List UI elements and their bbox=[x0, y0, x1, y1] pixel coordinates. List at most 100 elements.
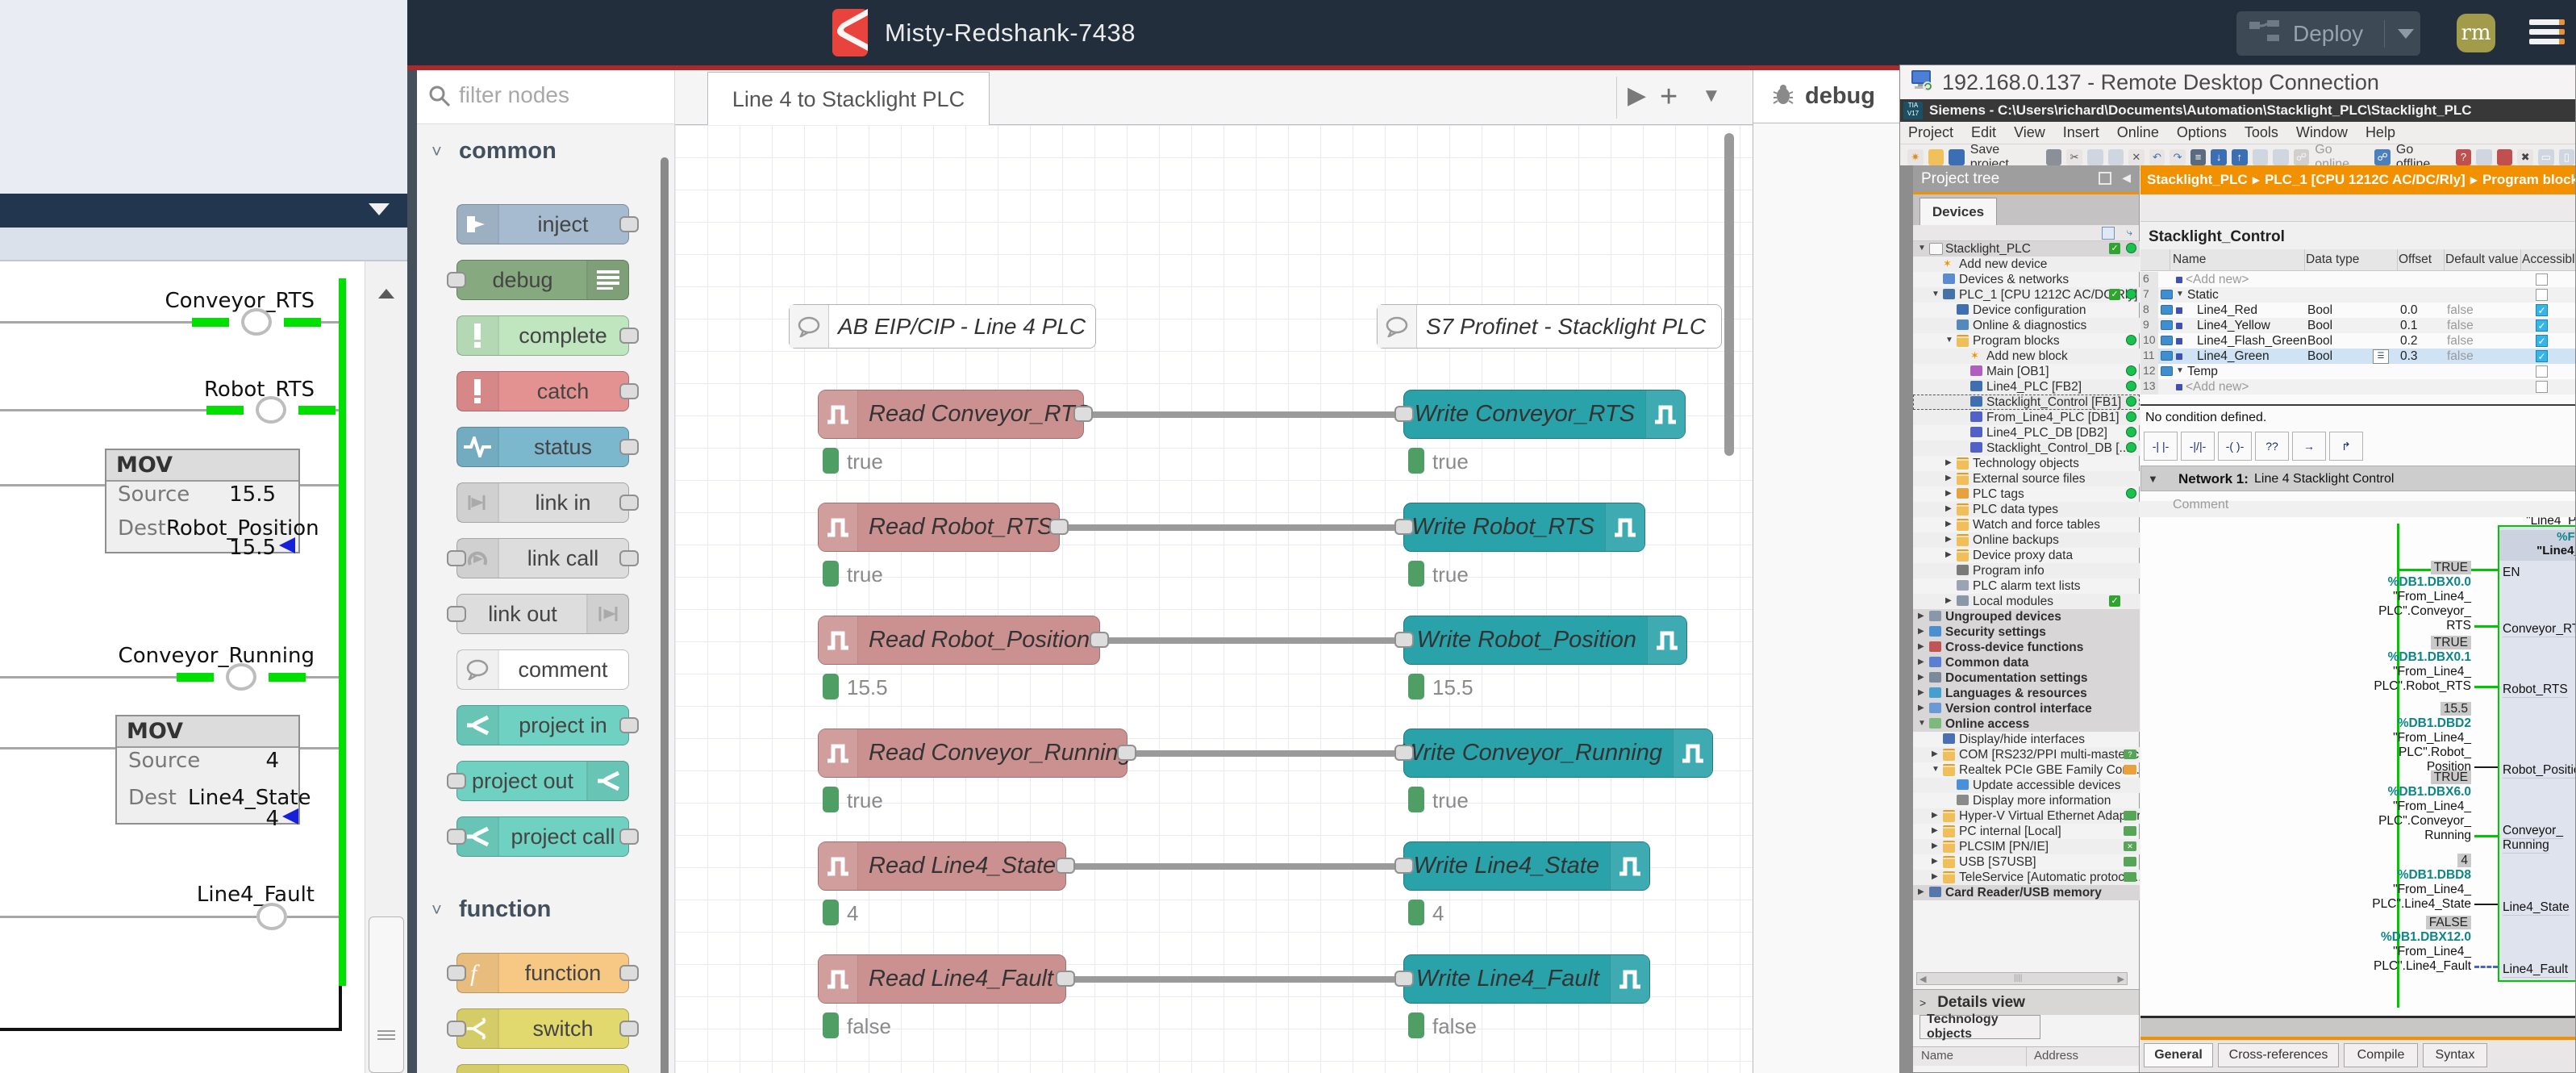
inspector-tab-cross-references[interactable]: Cross-references bbox=[2218, 1043, 2339, 1067]
tree-expander-icon[interactable]: ▼ bbox=[1932, 290, 1940, 299]
tree-row[interactable]: ▶USB [S7USB] bbox=[1913, 854, 2140, 870]
output-coil[interactable] bbox=[226, 663, 256, 691]
deploy-button[interactable]: Deploy bbox=[2236, 11, 2420, 56]
write-node[interactable]: Write Conveyor_RTS bbox=[1403, 390, 1686, 439]
tag-table-row[interactable]: 7▼Static bbox=[2140, 287, 2576, 303]
output-port[interactable] bbox=[619, 383, 639, 399]
tree-row[interactable]: PLC alarm text lists bbox=[1913, 578, 2140, 594]
breadcrumb-segment[interactable]: Program blocks bbox=[2482, 172, 2576, 188]
tag-table-row[interactable]: 9Line4_YellowBool0.1false✓ bbox=[2140, 318, 2576, 333]
rdp-titlebar[interactable]: 192.168.0.137 - Remote Desktop Connectio… bbox=[1900, 65, 2576, 99]
write-node[interactable]: Write Conveyor_Running bbox=[1403, 729, 1713, 778]
tree-row[interactable]: ▶PLC data types bbox=[1913, 502, 2140, 517]
tree-row[interactable]: ▶Local modules✓ bbox=[1913, 594, 2140, 609]
tree-row[interactable]: Device configuration bbox=[1913, 303, 2140, 318]
tree-row[interactable]: ▶Ungrouped devices bbox=[1913, 609, 2140, 624]
comment-node[interactable]: S7 Profinet - Stacklight PLC bbox=[1377, 304, 1722, 349]
menu-view[interactable]: View bbox=[2014, 124, 2045, 141]
tree-row[interactable]: Display/hide interfaces bbox=[1913, 732, 2140, 747]
menu-window[interactable]: Window bbox=[2296, 124, 2348, 141]
palette-section-header[interactable]: ˅common bbox=[417, 132, 674, 172]
palette-node-status[interactable]: status bbox=[456, 427, 629, 467]
palette-node-inject[interactable]: inject bbox=[456, 204, 629, 244]
tree-row[interactable]: ▶Card Reader/USB memory bbox=[1913, 885, 2140, 900]
accessible-checkbox[interactable]: ✓ bbox=[2536, 335, 2548, 347]
tree-expander-icon[interactable]: ▶ bbox=[1932, 749, 1938, 758]
palette-node-complete[interactable]: complete bbox=[456, 315, 629, 356]
devices-tab[interactable]: Devices bbox=[1919, 198, 1997, 225]
tia-side-strip[interactable]: PLC programming bbox=[1900, 165, 1913, 1073]
lad-element-button[interactable]: → bbox=[2292, 432, 2326, 461]
paste-icon[interactable] bbox=[2108, 149, 2124, 165]
input-port[interactable] bbox=[447, 1021, 466, 1037]
write-node[interactable]: Write Line4_State bbox=[1403, 841, 1650, 891]
table-col-header[interactable]: Offset bbox=[2399, 253, 2432, 267]
flow-canvas[interactable]: AB EIP/CIP - Line 4 PLCS7 Profinet - Sta… bbox=[675, 125, 1753, 1073]
tree-expander-icon[interactable]: ▶ bbox=[1932, 811, 1938, 820]
read-node[interactable]: Read Conveyor_Running bbox=[818, 729, 1128, 778]
print-icon[interactable] bbox=[2046, 149, 2062, 165]
tree-expander-icon[interactable]: ▶ bbox=[1945, 596, 1952, 605]
go-online-icon[interactable]: ☍ bbox=[2294, 149, 2310, 165]
tree-expander-icon[interactable]: ▼ bbox=[1945, 336, 1953, 344]
tree-expander-icon[interactable]: ▶ bbox=[1918, 627, 1924, 636]
tree-row[interactable]: ▶PLCSIM [PN/IE]✕ bbox=[1913, 839, 2140, 854]
read-node[interactable]: Read Line4_Fault bbox=[818, 954, 1066, 1004]
tree-expander-icon[interactable]: ▶ bbox=[1932, 841, 1938, 850]
accessible-checkbox[interactable]: ✓ bbox=[2536, 304, 2548, 316]
deploy-options-chevron-icon[interactable] bbox=[2398, 29, 2414, 39]
technology-objects-tab[interactable]: Technology objects bbox=[1919, 1015, 2040, 1039]
tree-row[interactable]: ▶TeleService [Automatic protoco... bbox=[1913, 870, 2140, 885]
compile-icon[interactable]: ≡ bbox=[2190, 149, 2207, 165]
palette-section-header[interactable]: ˅function bbox=[417, 890, 674, 930]
tree-row[interactable]: ▼Realtek PCIe GBE Family Con... bbox=[1913, 762, 2140, 778]
close-editor-icon[interactable]: ✖ bbox=[2517, 149, 2533, 165]
inspector-tab-syntax[interactable]: Syntax bbox=[2423, 1043, 2487, 1067]
tree-row[interactable]: Online & diagnostics bbox=[1913, 318, 2140, 333]
download-icon[interactable]: ↓ bbox=[2211, 149, 2227, 165]
palette-node-project-in[interactable]: project in bbox=[456, 705, 629, 745]
cut-icon[interactable]: ✂ bbox=[2066, 149, 2082, 165]
tree-expander-icon[interactable]: ▶ bbox=[1932, 826, 1938, 835]
read-node[interactable]: Read Robot_Position bbox=[818, 616, 1100, 665]
tree-row[interactable]: ▶Security settings bbox=[1913, 624, 2140, 640]
menu-help[interactable]: Help bbox=[2366, 124, 2395, 141]
tree-expander-icon[interactable]: ▶ bbox=[1918, 658, 1924, 666]
output-coil[interactable] bbox=[241, 308, 272, 336]
upload-icon[interactable]: ↑ bbox=[2232, 149, 2248, 165]
tree-expander-icon[interactable]: ▶ bbox=[1932, 857, 1938, 866]
palette-node-catch[interactable]: catch bbox=[456, 371, 629, 411]
tree-expander-icon[interactable]: ▶ bbox=[1945, 474, 1952, 482]
lad-element-button[interactable]: ?? bbox=[2255, 432, 2289, 461]
tia-titlebar[interactable]: TIAV17 Siemens - C:\Users\richard\Docume… bbox=[1900, 99, 2576, 122]
output-port[interactable] bbox=[1073, 406, 1093, 422]
table-col-header[interactable]: Default value bbox=[2445, 253, 2518, 267]
table-col-header[interactable]: Name bbox=[2173, 253, 2206, 267]
output-port[interactable] bbox=[1056, 971, 1075, 987]
table-col-header[interactable]: Accessible f bbox=[2522, 253, 2576, 267]
lad-element-button[interactable]: -( )- bbox=[2218, 432, 2252, 461]
tree-expander-icon[interactable]: ▶ bbox=[1918, 642, 1924, 651]
output-coil[interactable] bbox=[256, 396, 286, 424]
menu-project[interactable]: Project bbox=[1908, 124, 1953, 141]
input-port[interactable] bbox=[1394, 406, 1414, 422]
write-node[interactable]: Write Robot_Position bbox=[1403, 616, 1687, 665]
tree-expander-icon[interactable]: ▶ bbox=[1945, 520, 1952, 528]
tree-expander-icon[interactable]: ▼ bbox=[1932, 765, 1940, 774]
accessible-checkbox[interactable] bbox=[2536, 273, 2548, 286]
tree-row[interactable]: ▶Common data bbox=[1913, 655, 2140, 670]
new-project-icon[interactable]: ✷ bbox=[1907, 149, 1924, 165]
breadcrumb-segment[interactable]: PLC_1 [CPU 1212C AC/DC/Rly] bbox=[2265, 172, 2466, 188]
datatype-picker-button[interactable]: ☰ bbox=[2373, 349, 2389, 364]
window2-icon[interactable] bbox=[2497, 149, 2513, 165]
output-port[interactable] bbox=[1090, 632, 1109, 648]
accessible-checkbox[interactable] bbox=[2536, 365, 2548, 378]
tree-row[interactable]: ▶Device proxy data bbox=[1913, 548, 2140, 563]
tree-row[interactable]: ✶Add new block bbox=[1913, 349, 2140, 364]
tree-row[interactable]: ▼Program blocks bbox=[1913, 333, 2140, 349]
ladder-scrollbar[interactable] bbox=[365, 261, 408, 1073]
redo-icon[interactable]: ↷ bbox=[2170, 149, 2186, 165]
tree-row[interactable]: ▼Online access bbox=[1913, 716, 2140, 732]
tree-expander-icon[interactable]: ▶ bbox=[1918, 673, 1924, 682]
output-port[interactable] bbox=[619, 495, 639, 511]
